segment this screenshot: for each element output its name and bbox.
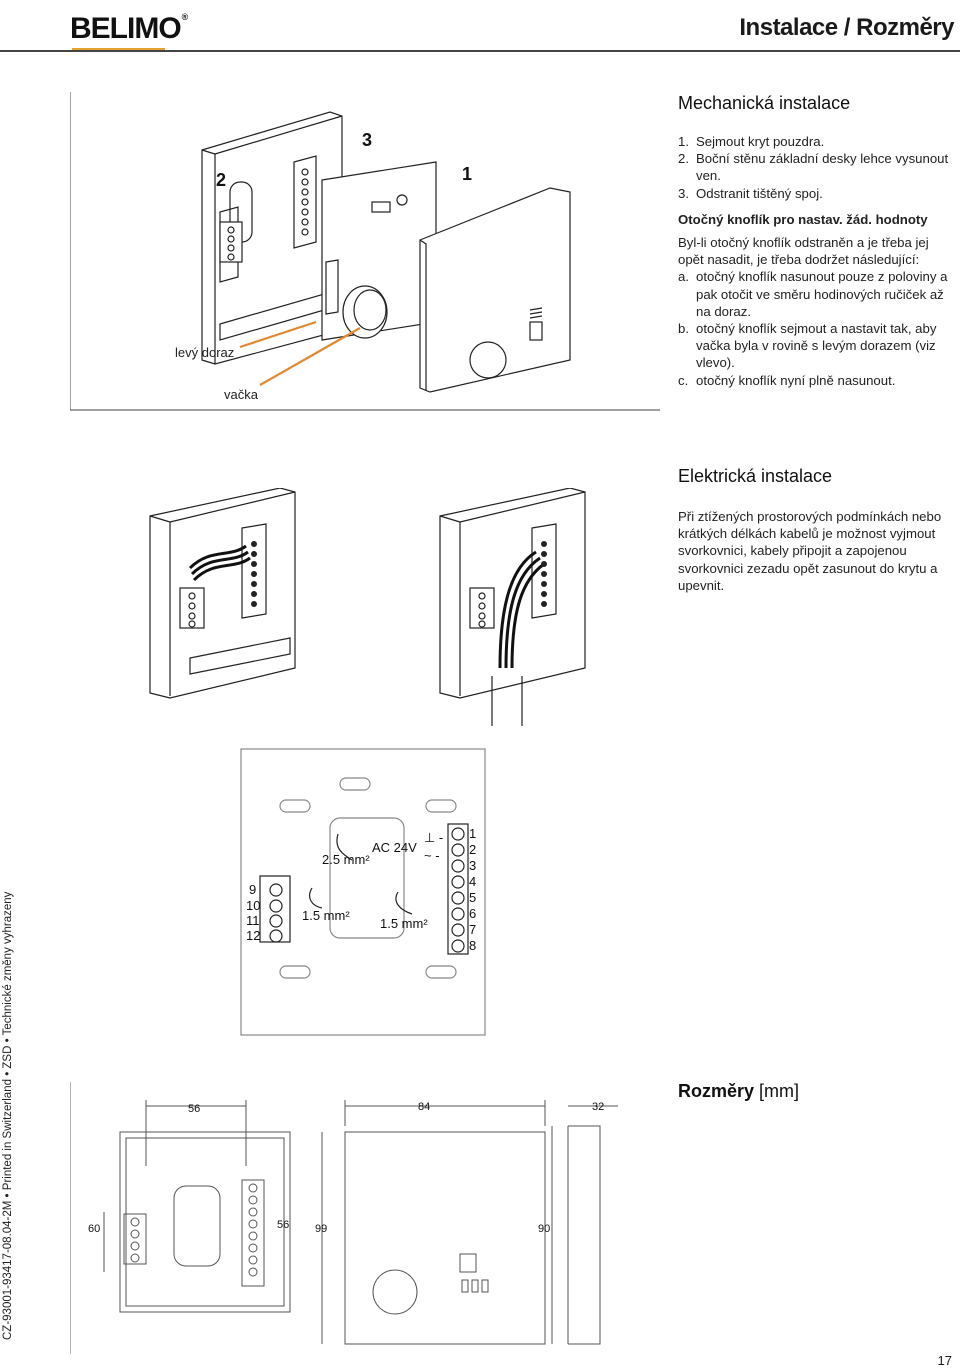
- document-code-sidebar: CZ-93001-93417-08.04-2M • Printed in Swi…: [2, 891, 14, 1340]
- knob-step-item: c.otočný knoflík nyní plně nasunout.: [678, 372, 896, 388]
- belimo-logo: BELIMO®: [70, 12, 188, 45]
- dim-99: 99: [315, 1223, 327, 1235]
- knob-heading: Otočný knoflík pro nastav. žád. hodnoty: [678, 211, 928, 227]
- terminal-5: 5: [469, 890, 476, 905]
- dim-60: 60: [88, 1223, 100, 1235]
- terminal-8: 8: [469, 938, 476, 953]
- mechanical-installation-figure: levý doraz vačka 2 3 1: [70, 92, 660, 411]
- callout-1: 1: [462, 164, 472, 184]
- electrical-text: Při ztížených prostorových podmínkách ne…: [678, 509, 942, 593]
- terminal-6: 6: [469, 906, 476, 921]
- label-cam: vačka: [224, 387, 259, 402]
- dim-56-side: 56: [277, 1219, 289, 1231]
- knob-step-item: b.otočný knoflík sejmout a nastavit tak,…: [678, 321, 937, 371]
- terminal-1: 1: [469, 826, 476, 841]
- step-item: 2.Boční stěnu základní desky lehce vysun…: [678, 151, 949, 184]
- wire-size-main: 2.5 mm²: [322, 852, 370, 867]
- callout-3: 3: [362, 130, 372, 150]
- callout-2: 2: [216, 170, 226, 190]
- knob-steps: a.otočný knoflík nasunout pouze z polovi…: [678, 268, 958, 388]
- terminal-11: 11: [246, 913, 260, 928]
- step-item: 1.Sejmout kryt pouzdra.: [678, 134, 825, 149]
- terminal-7: 7: [469, 922, 476, 937]
- mechanical-text-block: 1.Sejmout kryt pouzdra. 2.Boční stěnu zá…: [678, 133, 958, 389]
- knob-intro: Byl-li otočný knoflík odstraněn a je tře…: [678, 235, 929, 268]
- terminal-9: 9: [249, 882, 256, 897]
- terminal-4: 4: [469, 874, 476, 889]
- dim-32: 32: [592, 1101, 604, 1113]
- page-title: Instalace / Rozměry: [739, 14, 954, 41]
- terminal-12: 12: [246, 928, 260, 943]
- ground-symbol: ⊥ -: [424, 830, 443, 845]
- wire-size-right: 1.5 mm²: [380, 916, 428, 931]
- dim-56-top: 56: [188, 1103, 200, 1115]
- label-left-stop: levý doraz: [175, 345, 234, 360]
- electrical-installation-figure: [149, 488, 586, 726]
- mechanical-title: Mechanická instalace: [678, 93, 851, 113]
- dimensions-title: Rozměry [mm]: [678, 1081, 800, 1101]
- wire-size-left: 1.5 mm²: [302, 908, 350, 923]
- electrical-title: Elektrická instalace: [678, 466, 833, 486]
- dim-84: 84: [418, 1101, 430, 1113]
- terminal-10: 10: [246, 898, 260, 913]
- step-item: 3.Odstranit tištěný spoj.: [678, 185, 823, 201]
- wiring-diagram: 9 10 11 12 1 2 3 4 5 6 7 8 AC 24V ⊥ - ~ …: [240, 748, 486, 1036]
- mechanical-steps: 1.Sejmout kryt pouzdra. 2.Boční stěnu zá…: [678, 133, 958, 202]
- supply-label: AC 24V: [372, 840, 417, 855]
- terminal-2: 2: [469, 842, 476, 857]
- terminal-3: 3: [469, 858, 476, 873]
- dim-90: 90: [538, 1223, 550, 1235]
- dimensions-drawing: 56 60 56 84 99 32 90: [70, 1082, 618, 1354]
- ac-symbol: ~ -: [424, 848, 440, 863]
- page-number: 17: [937, 1353, 952, 1368]
- knob-step-item: a.otočný knoflík nasunout pouze z polovi…: [678, 269, 948, 319]
- header-divider: [0, 50, 960, 52]
